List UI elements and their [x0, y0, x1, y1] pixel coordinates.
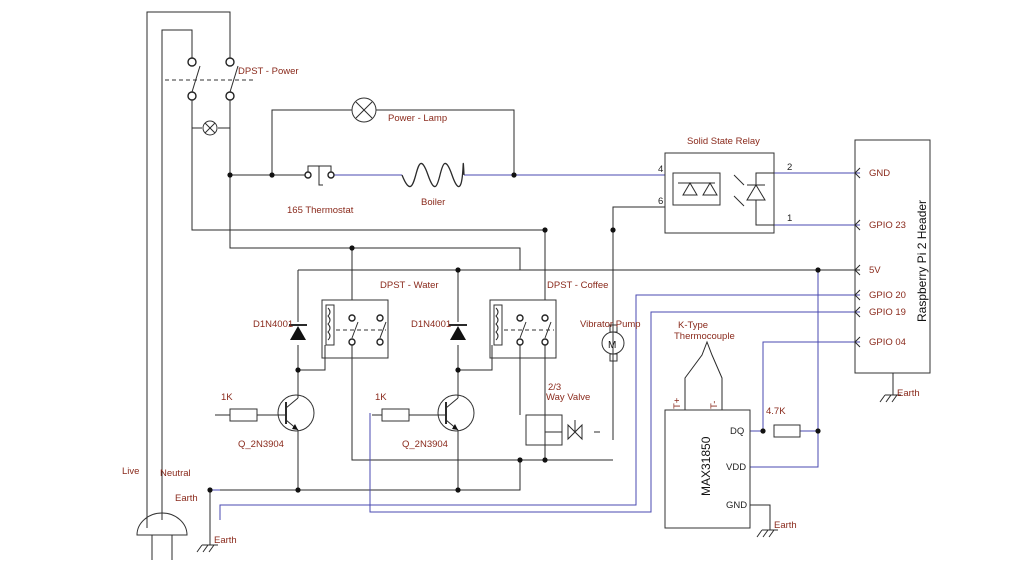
resistor-1k-b	[381, 408, 410, 422]
label-earth-plug: Earth	[175, 493, 198, 504]
diode-2	[449, 324, 467, 340]
label-diode-2: D1N4001	[411, 319, 451, 330]
earth-symbol-pi	[879, 394, 901, 403]
max-pin-gnd: GND	[726, 500, 747, 511]
earth-symbol-max	[756, 529, 778, 538]
way-valve	[525, 414, 583, 446]
label-live: Live	[122, 466, 139, 477]
max-tminus: T-	[709, 401, 720, 409]
pi-pin-5v: 5V	[869, 265, 881, 276]
label-earth-max: Earth	[774, 520, 797, 531]
earth-symbol-bottom	[196, 544, 218, 553]
label-thermocouple: Thermocouple	[674, 331, 735, 342]
thermostat-165	[304, 165, 335, 186]
label-res-1: 1K	[221, 392, 233, 403]
max-pin-dq: DQ	[730, 426, 744, 437]
label-valve-line1: 2/3	[548, 382, 561, 393]
label-power-lamp: Power - Lamp	[388, 113, 447, 124]
mains-plug	[136, 512, 188, 560]
pi-pin-gpio19: GPIO 19	[869, 307, 906, 318]
label-dpst-coffee: DPST - Coffee	[547, 280, 608, 291]
label-boiler: Boiler	[421, 197, 445, 208]
thermocouple-probe	[684, 340, 723, 410]
dpst-power-switch	[165, 57, 255, 106]
pullup-resistor	[773, 424, 801, 438]
transistor-1	[277, 394, 315, 432]
ssr-pin-2: 2	[787, 162, 792, 173]
signal-wiring	[210, 172, 860, 520]
raspberry-pi-header	[854, 139, 931, 395]
label-res-2: 1K	[375, 392, 387, 403]
pi-pin-gpio23: GPIO 23	[869, 220, 906, 231]
max31850-chip	[664, 409, 771, 530]
label-neutral: Neutral	[160, 468, 191, 479]
label-vibrator-pump: Vibrator Pump	[580, 319, 641, 330]
label-transistor-1: Q_2N3904	[238, 439, 284, 450]
solid-state-relay	[664, 152, 775, 234]
relay-coffee	[489, 299, 557, 359]
label-transistor-2: Q_2N3904	[402, 439, 448, 450]
ssr-pin-4: 4	[658, 164, 663, 175]
power-lamp	[351, 97, 377, 123]
label-diode-1: D1N4001	[253, 319, 293, 330]
max31850-title: MAX31850	[699, 436, 713, 496]
max-pin-vdd: VDD	[726, 462, 746, 473]
relay-water	[321, 299, 389, 359]
label-ssr: Solid State Relay	[687, 136, 760, 147]
label-pullup: 4.7K	[766, 406, 786, 417]
pi-pin-gnd: GND	[869, 168, 890, 179]
ssr-pin-6: 6	[658, 196, 663, 207]
label-valve-line2: Way Valve	[546, 392, 590, 403]
label-ktype: K-Type	[678, 320, 708, 331]
base-resistors	[215, 408, 438, 422]
max-tplus: T+	[672, 397, 683, 409]
pi-header-title: Raspberry Pi 2 Header	[915, 200, 929, 322]
pi-pin-gpio04: GPIO 04	[869, 337, 906, 348]
mains-wiring	[146, 11, 860, 545]
boiler-element	[401, 162, 465, 188]
label-earth-pi: Earth	[897, 388, 920, 399]
transistor-2	[437, 394, 475, 432]
indicator-lamp	[202, 120, 218, 136]
label-thermostat: 165 Thermostat	[287, 205, 354, 216]
motor-symbol: M	[608, 340, 616, 351]
resistor-1k-a	[229, 408, 258, 422]
vibrator-pump-motor	[601, 324, 625, 440]
label-dpst-water: DPST - Water	[380, 280, 439, 291]
pi-pin-gpio20: GPIO 20	[869, 290, 906, 301]
label-earth-bottom: Earth	[214, 535, 237, 546]
label-dpst-power: DPST - Power	[238, 66, 299, 77]
junction-dots	[207, 172, 821, 493]
diode-1	[289, 324, 307, 340]
ssr-pin-1: 1	[787, 213, 792, 224]
